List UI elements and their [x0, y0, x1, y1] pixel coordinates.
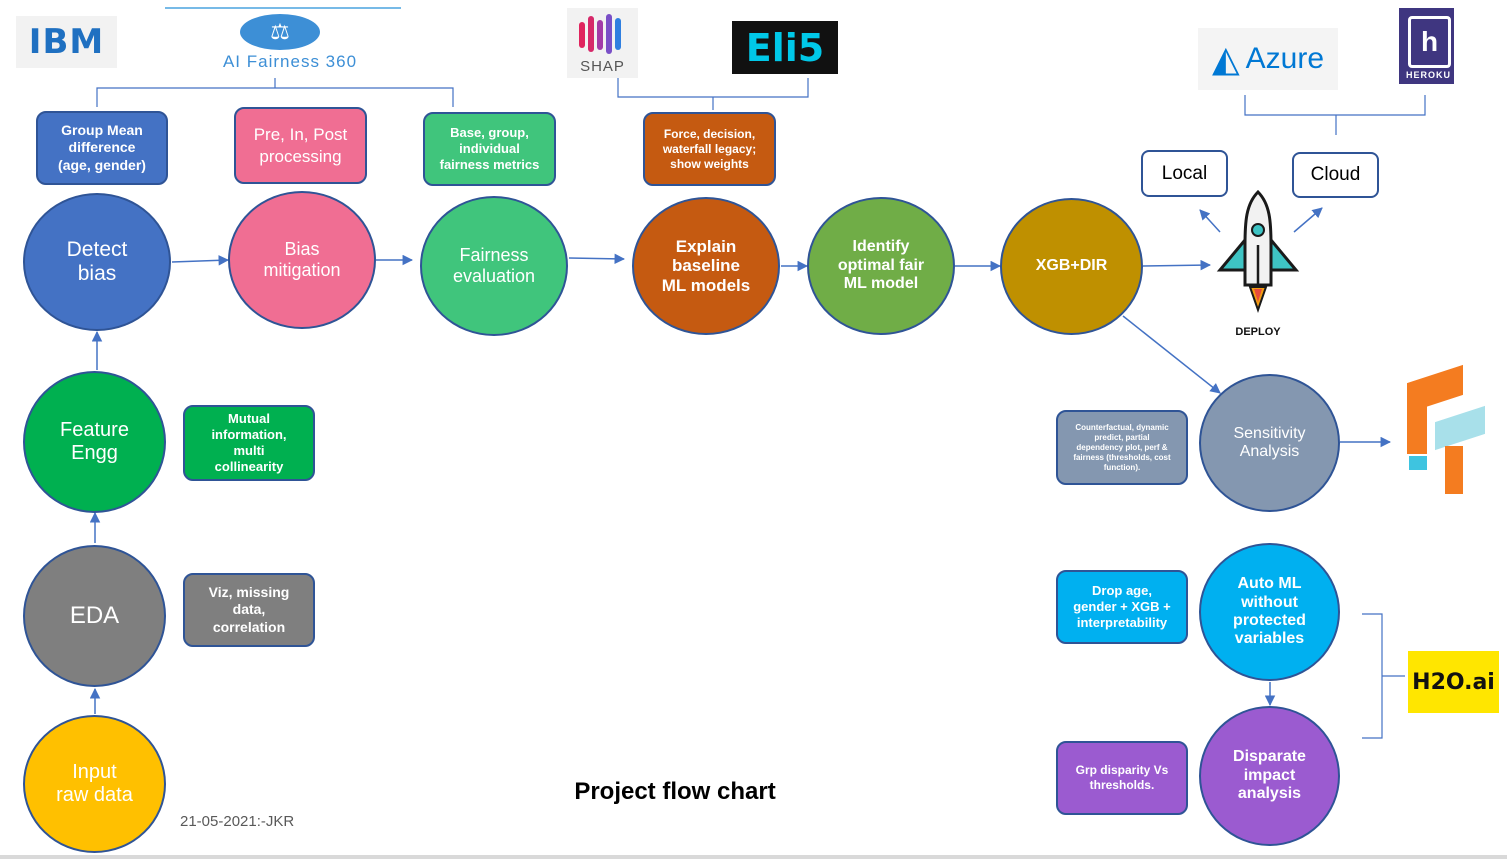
azure-logo: ◭ Azure: [1198, 28, 1338, 90]
node-eda: EDA: [23, 545, 166, 687]
bracket-h2o: [1362, 613, 1405, 739]
node-input-raw-data: Input raw data: [23, 715, 166, 853]
ibm-logo: IBM: [16, 16, 117, 68]
node-sensitivity-analysis: Sensitivity Analysis: [1199, 374, 1340, 512]
aif360-logo: ⚖ AI Fairness 360: [190, 12, 390, 72]
node-explain-models: Explain baseline ML models: [632, 197, 780, 335]
node-identify-model: Identify optimal fair ML model: [807, 197, 955, 335]
note-counterfactual: Counterfactual, dynamic predict, partial…: [1056, 410, 1188, 485]
deploy-local-box: Local: [1141, 150, 1228, 197]
heroku-h-icon: h: [1408, 16, 1451, 68]
node-xgb-dir: XGB+DIR: [1000, 198, 1143, 335]
h2o-logo: H2O.ai: [1408, 651, 1499, 713]
heroku-logo: h HEROKU: [1397, 6, 1456, 86]
shap-bars-icon: [579, 14, 627, 54]
note-grp-disparity: Grp disparity Vs thresholds.: [1056, 741, 1188, 815]
footer-date: 21-05-2021:-JKR: [180, 813, 295, 830]
scales-icon: ⚖: [240, 14, 320, 50]
note-group-mean: Group Mean difference (age, gender): [36, 111, 168, 185]
azure-a-icon: ◭: [1211, 38, 1240, 80]
node-feature-engg: Feature Engg: [23, 371, 166, 513]
note-force-decision: Force, decision, waterfall legacy; show …: [643, 112, 776, 186]
bracket-aif360: [96, 78, 454, 107]
node-automl: Auto ML without protected variables: [1199, 543, 1340, 681]
aif360-label: AI Fairness 360: [222, 52, 358, 71]
shap-logo: SHAP: [567, 8, 638, 78]
node-bias-mitigation: Bias mitigation: [228, 191, 376, 329]
arrow-xgb-sensitivity: [1122, 315, 1221, 394]
eli5-logo: Eli5: [732, 21, 838, 74]
node-fairness-evaluation: Fairness evaluation: [420, 196, 568, 336]
chart-title: Project flow chart: [574, 778, 776, 805]
bracket-shap-eli5: [617, 78, 809, 110]
bottom-border: [0, 855, 1507, 859]
bracket-azure-heroku: [1244, 95, 1426, 135]
heroku-label: HEROKU: [1405, 70, 1451, 80]
note-pre-in-post: Pre, In, Post processing: [234, 107, 367, 184]
note-fairness-metrics: Base, group, individual fairness metrics: [423, 112, 556, 186]
arrow-detect-mitigation: [171, 255, 230, 266]
note-viz-missing: Viz, missing data, correlation: [183, 573, 315, 647]
arrow-rocket-local: [1199, 209, 1221, 233]
rocket-icon: [1216, 189, 1300, 314]
node-detect-bias: Detect bias: [23, 193, 171, 331]
note-mutual-information: Mutual information, multi collinearity: [183, 405, 315, 481]
node-disparate-impact: Disparate impact analysis: [1199, 706, 1340, 846]
deploy-cloud-box: Cloud: [1292, 152, 1379, 198]
arrow-rocket-cloud: [1293, 207, 1323, 233]
pachyderm-logo: [1405, 364, 1485, 498]
note-drop-age: Drop age, gender + XGB + interpretabilit…: [1056, 570, 1188, 644]
shap-label: SHAP: [580, 58, 625, 75]
arrow-xgb-deploy: [1142, 259, 1212, 271]
arrow-fairness-explain: [568, 253, 626, 265]
deploy-label: DEPLOY: [1235, 326, 1281, 338]
